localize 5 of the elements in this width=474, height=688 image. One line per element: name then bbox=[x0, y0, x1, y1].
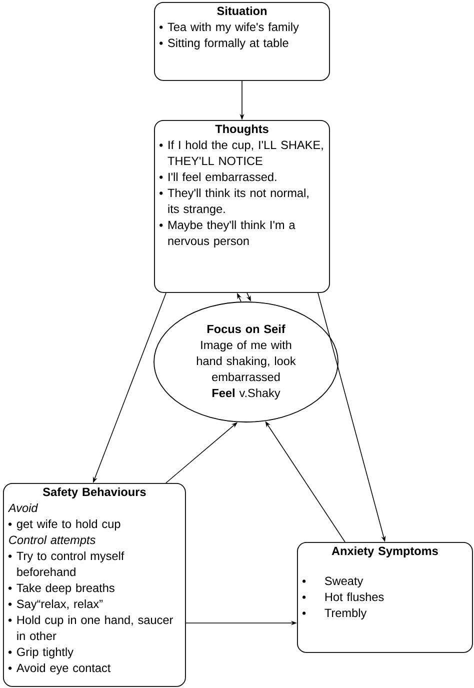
rounded-box: Thoughts If I hold the cup, I'LL SHAKE, THEY'LL NOTICE I'll feel embarrassed. They'll think its not normal, its strange. Maybe they'll think I'm a nervous person bbox=[154, 120, 330, 293]
rounded-box: Safety Behaviours Avoid get wife to hold cup Control attempts Try to control myself beforehand Take deep breaths Say“relax, relax” Hold cup in one hand, saucer in other Grip tightly Avoid eye contact bbox=[3, 483, 186, 687]
ellipse-node: Focus on Seif Image of me with hand shaking, look embarrassed Feel v.Shaky bbox=[154, 302, 338, 422]
rounded-box: Anxiety Symptoms Sweaty Hot flushes Trembly bbox=[297, 542, 473, 653]
rounded-box: Situation Tea with my wife's family Sitting formally at table bbox=[154, 2, 330, 81]
